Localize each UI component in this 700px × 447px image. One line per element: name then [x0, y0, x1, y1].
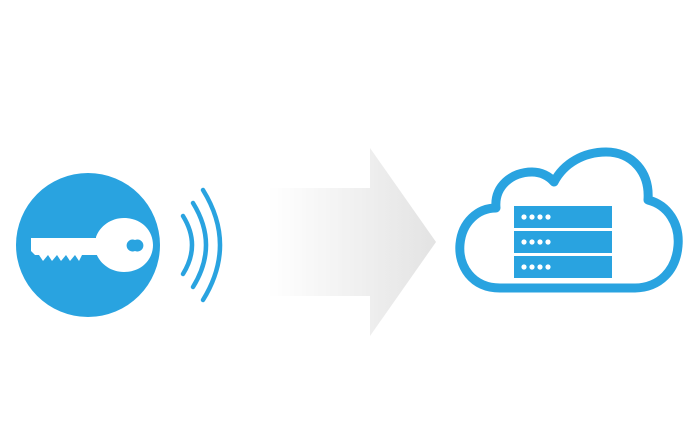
- server-unit-2: [514, 231, 612, 253]
- server-unit-3: [514, 256, 612, 278]
- server-unit-2-lights: [521, 239, 551, 245]
- signal-wave-middle: [190, 200, 209, 290]
- server-light: [537, 264, 543, 270]
- server-light: [545, 264, 551, 270]
- server-rack: [514, 206, 612, 278]
- server-light: [537, 239, 543, 245]
- signal-wave-outer: [200, 187, 223, 303]
- server-light: [529, 264, 535, 270]
- arrow-right-icon: [268, 148, 436, 336]
- cloud-outline: [455, 147, 683, 293]
- server-light: [545, 214, 551, 220]
- server-light: [521, 239, 527, 245]
- server-unit-1: [514, 206, 612, 228]
- server-unit-3-lights: [521, 264, 551, 270]
- server-unit-1-lights: [521, 214, 551, 220]
- key-bow: [96, 218, 153, 272]
- server-light: [521, 214, 527, 220]
- server-light: [537, 214, 543, 220]
- server-light: [521, 264, 527, 270]
- server-light: [545, 239, 551, 245]
- server-light: [529, 214, 535, 220]
- key-signal-icon: [16, 173, 160, 317]
- key-blade: [31, 238, 98, 261]
- key-icon: [31, 218, 153, 272]
- cloud-server-icon: [455, 147, 683, 293]
- signal-wave-inner: [180, 213, 195, 277]
- server-light: [529, 239, 535, 245]
- signal-waves-icon: [180, 187, 223, 303]
